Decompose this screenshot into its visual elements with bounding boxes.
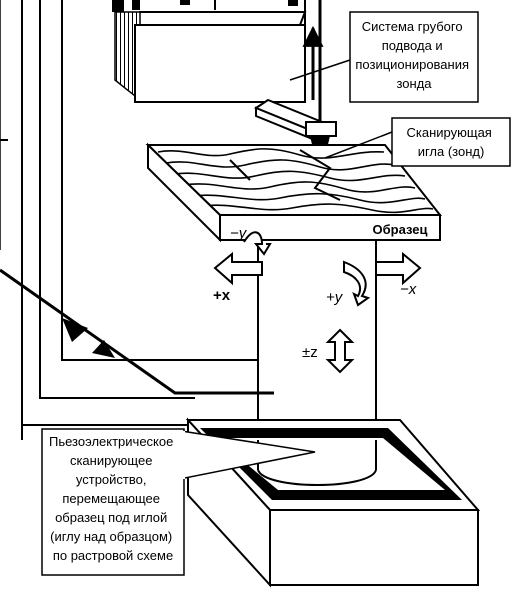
piezo-line-3: устройство, xyxy=(76,472,147,487)
pm-z-label: ±z xyxy=(302,344,318,361)
probe-line-2: игла (зонд) xyxy=(418,144,485,159)
probe-line-1: Сканирующая xyxy=(407,125,492,140)
sample-label: Образец xyxy=(373,222,428,237)
piezo-line-7: по растровой схеме xyxy=(53,548,173,563)
svg-text:Пьезоэлектрическое скани: Пьезоэлектрическое сканирующее устройств… xyxy=(49,434,177,563)
approach-rods xyxy=(302,0,324,124)
callout-coarse-approach: Система грубого подвода и позиционирован… xyxy=(289,11,479,103)
plus-x-label: +x xyxy=(213,287,231,304)
x-motion-arrows xyxy=(213,251,422,286)
coarse-approach-line-4: зонда xyxy=(396,76,432,91)
piezo-line-5: образец под иглой xyxy=(55,510,167,525)
coarse-approach-line-1: Система грубого xyxy=(362,19,463,34)
signal-wire xyxy=(0,268,274,395)
piezo-line-1: Пьезоэлектрическое xyxy=(49,434,173,449)
callout-probe: Сканирующая игла (зонд) xyxy=(324,117,511,167)
piezo-line-4: перемещающее xyxy=(62,491,160,506)
svg-text:Сканирующая игла (зонд): Сканирующая игла (зонд) xyxy=(407,125,496,159)
coarse-approach-line-2: подвода и xyxy=(382,38,443,53)
callout-piezo: Пьезоэлектрическое сканирующее устройств… xyxy=(41,428,316,576)
piezo-line-2: сканирующее xyxy=(70,453,153,468)
housing-frame xyxy=(0,0,258,440)
coarse-approach-line-3: позиционирования xyxy=(355,57,469,72)
plus-y-label: +y xyxy=(326,289,344,306)
piezo-line-6: (иглу над образцом) xyxy=(50,529,172,544)
svg-text:Система грубого подвода: Система грубого подвода и позиционирован… xyxy=(355,19,472,91)
sample-plate xyxy=(145,142,443,243)
minus-y-label: −y xyxy=(230,225,248,242)
coarse-approach-block xyxy=(112,0,307,103)
z-motion-arrow xyxy=(325,328,355,374)
signal-arrows xyxy=(62,318,115,358)
cantilever-holder xyxy=(253,98,337,140)
y-motion-arrows xyxy=(243,231,371,307)
minus-x-label: −x xyxy=(400,281,417,298)
